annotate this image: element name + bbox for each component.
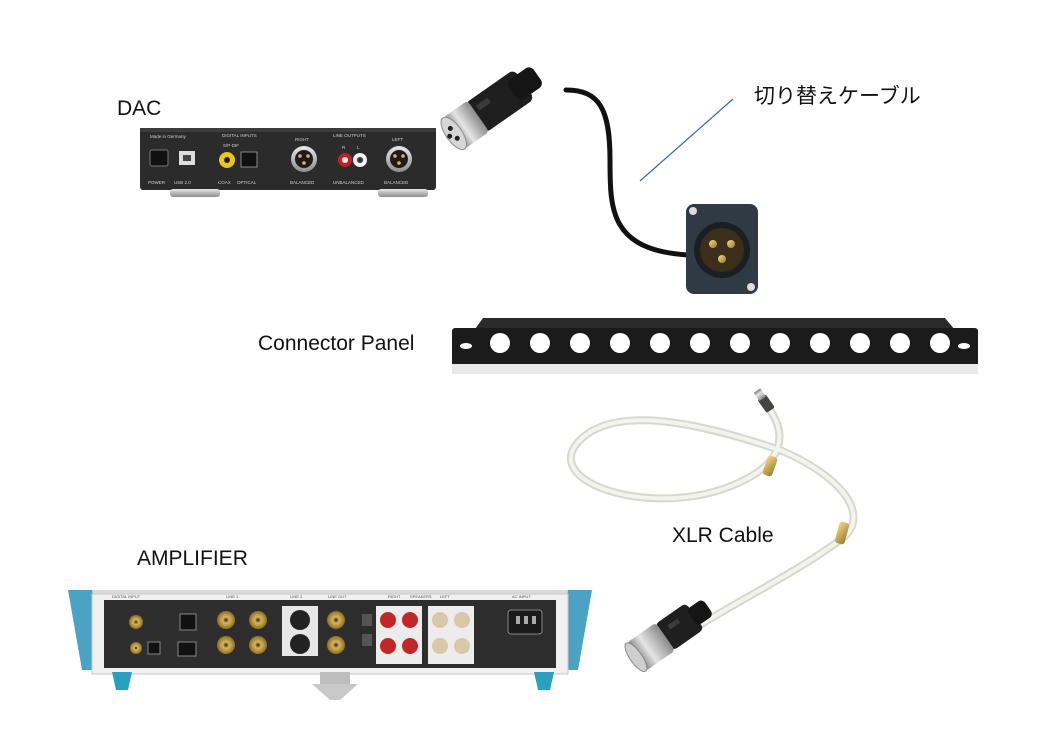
dac-left-text: LEFT [392, 137, 403, 142]
amp-line1-text: LINE 1 [226, 594, 239, 599]
dac-unbalanced-text: UNBALANCED [333, 180, 365, 185]
amp-digital-coax-jack [129, 615, 143, 629]
dac-coax-text: COAX [218, 180, 231, 185]
amp-line1-jacks [217, 611, 267, 654]
connector-panel-label: Connector Panel [258, 332, 415, 355]
amp-line2-xlr-jacks [282, 606, 318, 656]
dac-l-text: L [357, 145, 360, 150]
amp-left-text: LEFT [440, 594, 450, 599]
amp-speaker-terminals [376, 606, 474, 664]
switch-cable [440, 67, 758, 294]
xlr-cable-label: XLR Cable [672, 524, 774, 547]
dac-device: Made in Germany DIGITAL INPUTS S/P-DIF L… [140, 128, 436, 197]
dac-made-in-text: Made in Germany [150, 134, 187, 139]
dac-foot-right [378, 189, 428, 197]
amplifier-device: DIGITAL INPUT LINE 1 LINE 2 LINE OUT RIG… [68, 590, 592, 700]
amp-right-text: RIGHT [388, 594, 401, 599]
dac-r-text: R [342, 145, 346, 150]
dac-power-text: POWER [148, 180, 166, 185]
xlr-cable-male-plug [624, 600, 712, 673]
switch-cable-pointer-line [639, 98, 734, 182]
xlr-cable-top-plug [753, 388, 775, 413]
amp-line-out-text: LINE OUT [328, 594, 347, 599]
dac-body [140, 128, 436, 190]
switch-cable-label: 切り替えケーブル [754, 85, 921, 108]
amplifier-label: AMPLIFIER [137, 547, 248, 570]
dac-balanced-l-text: BALANCED [384, 180, 409, 185]
dac-label: DAC [117, 97, 162, 120]
dac-right-text: RIGHT [295, 137, 309, 142]
connector-panel [452, 318, 978, 374]
amp-speakers-text: SPEAKERS [410, 594, 432, 599]
xlr-cable-sleeve-2 [834, 521, 850, 545]
connector-panel-holes [490, 333, 950, 353]
amplifier-back-panel [104, 600, 556, 668]
dac-optical-text: OPTICAL [237, 180, 257, 185]
amp-line-out-jacks [327, 611, 345, 654]
dac-power-socket [149, 149, 169, 167]
dac-usb-text: USB 2.0 [174, 180, 191, 185]
dac-spdif-text: S/P-DIF [223, 143, 239, 148]
dac-optical-port [240, 151, 258, 168]
amp-line2-text: LINE 2 [290, 594, 303, 599]
female-xlr-connector [440, 67, 542, 151]
panel-mount-xlr-connector [686, 204, 758, 294]
xlr-cable-sleeve-1 [762, 455, 778, 477]
dac-digital-inputs-text: DIGITAL INPUTS [222, 133, 257, 138]
amp-digital-input-text: DIGITAL INPUT [112, 594, 141, 599]
xlr-cable [567, 388, 858, 673]
switch-cable-wire [563, 87, 691, 258]
amp-ac-input-text: AC INPUT [512, 594, 531, 599]
dac-line-outputs-text: LINE OUTPUTS [333, 133, 366, 138]
dac-foot-left [170, 189, 220, 197]
dac-balanced-r-text: BALANCED [290, 180, 315, 185]
